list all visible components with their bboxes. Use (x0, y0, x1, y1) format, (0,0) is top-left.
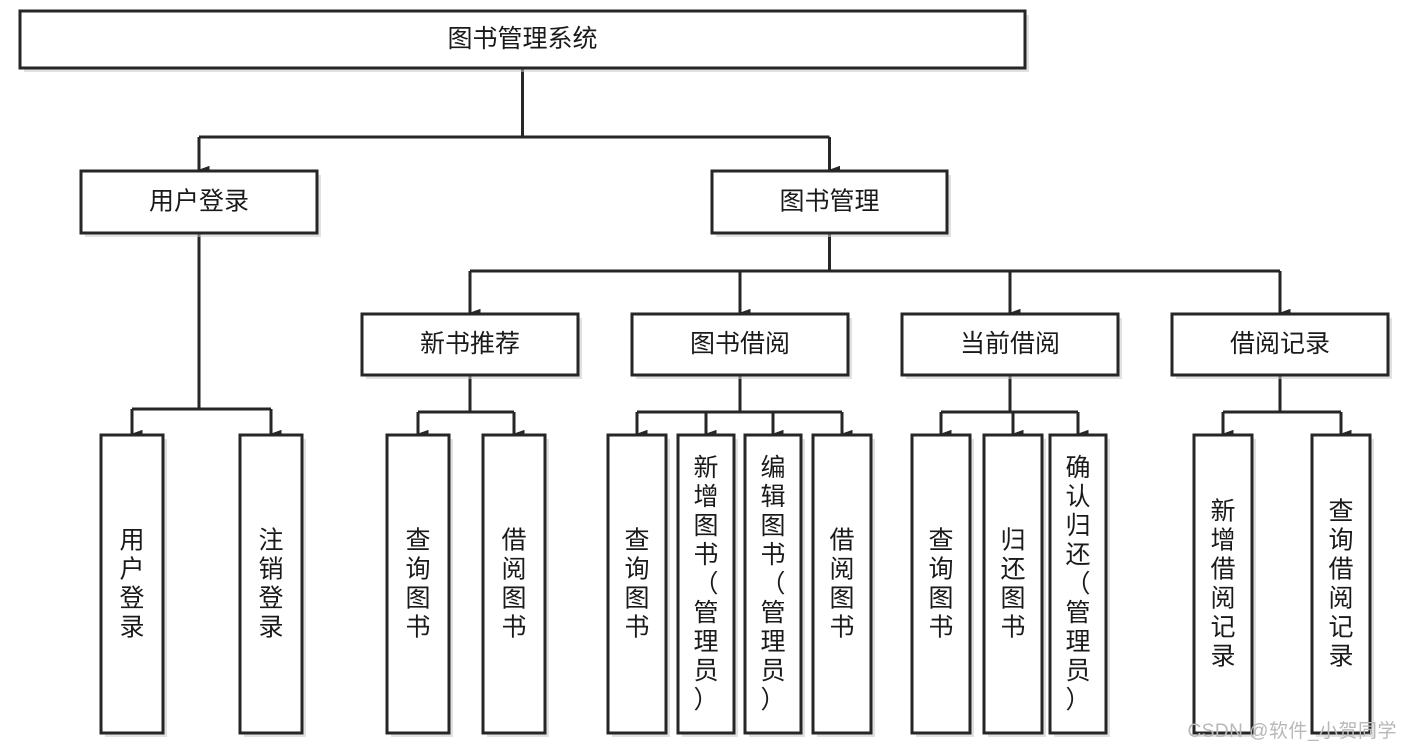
node-borrow-record[interactable]: 借阅记录 (1170, 312, 1392, 379)
node-label: 归还图书 (1000, 527, 1025, 642)
node-root[interactable]: 图书管理系统 (18, 9, 1029, 72)
node-rect[interactable] (630, 312, 850, 377)
node-rect[interactable] (99, 433, 165, 735)
node-rect[interactable] (79, 169, 319, 235)
node-rect[interactable] (743, 433, 803, 735)
node-leaf-add-borrow-record[interactable]: 新增借阅记录 (1192, 433, 1256, 737)
node-rect[interactable] (606, 433, 668, 735)
node-leaf-borrow-book[interactable]: 借阅图书 (811, 433, 875, 737)
node-rect[interactable] (710, 169, 949, 235)
node-leaf-logout[interactable]: 注销登录 (238, 433, 306, 737)
node-rect[interactable] (1170, 312, 1390, 377)
connectors-layer (130, 68, 1352, 439)
node-label: 新增图书（管理员） (693, 454, 718, 714)
node-rect[interactable] (481, 433, 547, 735)
boxes-layer: 图书管理系统用户登录图书管理新书推荐图书借阅当前借阅借阅记录用户登录注销登录查询… (18, 9, 1392, 737)
node-new-book-recommend[interactable]: 新书推荐 (360, 312, 582, 379)
node-leaf-query-borrow-record[interactable]: 查询借阅记录 (1310, 433, 1374, 737)
node-label: 借阅记录 (1230, 330, 1330, 358)
node-leaf-confirm-return-admin[interactable]: 确认归还（管理员） (1048, 433, 1110, 737)
node-label: 新增借阅记录 (1210, 498, 1235, 671)
node-label: 当前借阅 (960, 330, 1060, 358)
node-label: 查询借阅记录 (1328, 498, 1353, 671)
node-rect[interactable] (1048, 433, 1108, 735)
node-label: 图书管理系统 (447, 25, 597, 53)
node-user-login[interactable]: 用户登录 (79, 169, 321, 237)
node-label: 用户登录 (149, 188, 249, 216)
node-label: 图书借阅 (690, 330, 790, 358)
node-rect[interactable] (238, 433, 304, 735)
node-label: 图书管理 (779, 188, 879, 216)
node-leaf-query-book-current[interactable]: 查询图书 (910, 433, 974, 737)
node-rect[interactable] (1310, 433, 1372, 735)
node-rect[interactable] (360, 312, 580, 377)
node-rect[interactable] (676, 433, 736, 735)
node-leaf-query-book-recommend[interactable]: 查询图书 (385, 433, 453, 737)
node-rect[interactable] (811, 433, 873, 735)
node-rect[interactable] (900, 312, 1120, 377)
node-label: 注销登录 (258, 527, 283, 642)
node-label: 查询图书 (624, 527, 649, 642)
node-rect[interactable] (910, 433, 972, 735)
node-book-management[interactable]: 图书管理 (710, 169, 951, 237)
node-book-borrow[interactable]: 图书借阅 (630, 312, 852, 379)
node-label: 借阅图书 (501, 527, 526, 642)
node-leaf-user-login[interactable]: 用户登录 (99, 433, 167, 737)
node-rect[interactable] (982, 433, 1044, 735)
node-leaf-query-book-borrow[interactable]: 查询图书 (606, 433, 670, 737)
node-leaf-borrow-book-recommend[interactable]: 借阅图书 (481, 433, 549, 737)
node-label: 借阅图书 (829, 527, 854, 642)
node-label: 新书推荐 (420, 330, 520, 358)
node-rect[interactable] (1192, 433, 1254, 735)
node-label: 查询图书 (405, 527, 430, 642)
node-label: 查询图书 (928, 527, 953, 642)
csdn-watermark: CSDN @软件_小贺同学 (1187, 721, 1397, 742)
node-current-borrow[interactable]: 当前借阅 (900, 312, 1122, 379)
node-leaf-return-book[interactable]: 归还图书 (982, 433, 1046, 737)
node-label: 用户登录 (119, 527, 144, 642)
node-label: 确认归还（管理员） (1065, 454, 1090, 714)
node-label: 编辑图书（管理员） (760, 454, 785, 714)
node-leaf-edit-book-admin[interactable]: 编辑图书（管理员） (743, 433, 805, 737)
node-rect[interactable] (18, 9, 1027, 70)
node-leaf-add-book-admin[interactable]: 新增图书（管理员） (676, 433, 738, 737)
node-rect[interactable] (385, 433, 451, 735)
